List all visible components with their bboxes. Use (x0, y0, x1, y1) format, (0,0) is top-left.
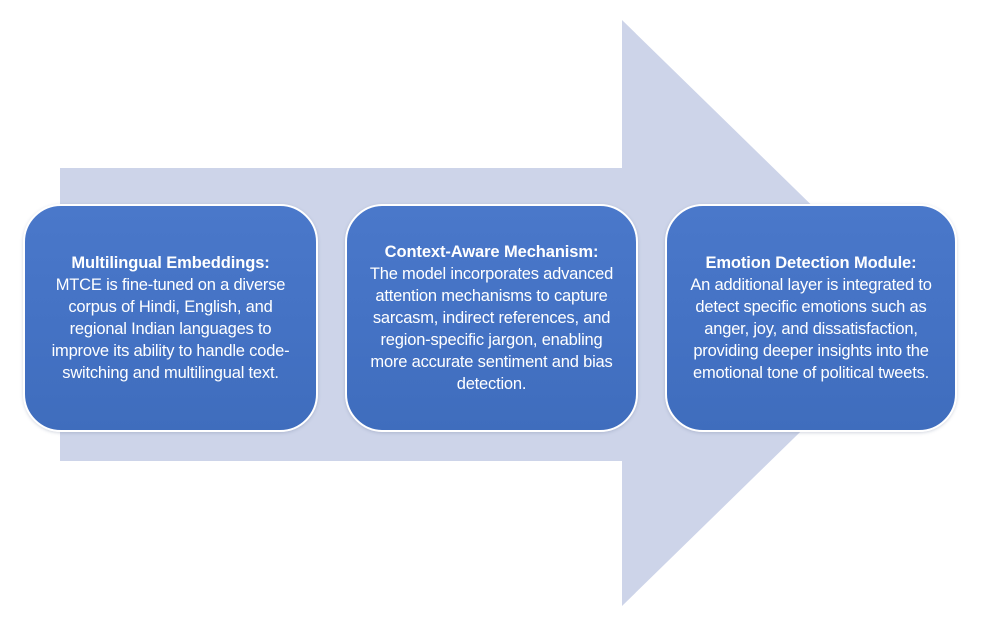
step-title: Multilingual Embeddings: (71, 254, 270, 272)
step-body: An additional layer is integrated to det… (690, 276, 932, 382)
step-box-emotion-detection-module: Emotion Detection Module: An additional … (665, 204, 957, 432)
step-box-context-aware-mechanism: Context-Aware Mechanism: The model incor… (345, 204, 638, 432)
step-body: The model incorporates advanced attentio… (369, 265, 614, 393)
step-title: Emotion Detection Module: (705, 254, 917, 272)
step-body: MTCE is fine-tuned on a diverse corpus o… (51, 276, 290, 382)
step-title: Context-Aware Mechanism: (384, 243, 599, 261)
step-box-multilingual-embeddings: Multilingual Embeddings: MTCE is fine-tu… (23, 204, 318, 432)
